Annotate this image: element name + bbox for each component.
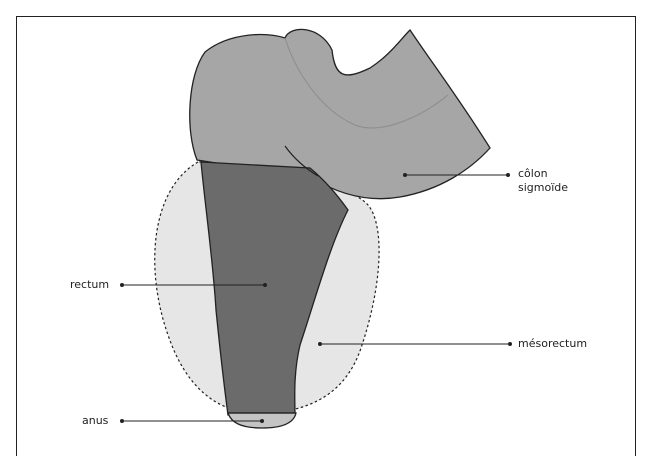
label-colon-line1: côlon: [518, 167, 548, 180]
label-rectum: rectum: [70, 278, 109, 291]
label-colon-line2: sigmoïde: [518, 181, 568, 194]
label-anus: anus: [82, 414, 108, 427]
label-mesorectum: mésorectum: [518, 337, 587, 350]
